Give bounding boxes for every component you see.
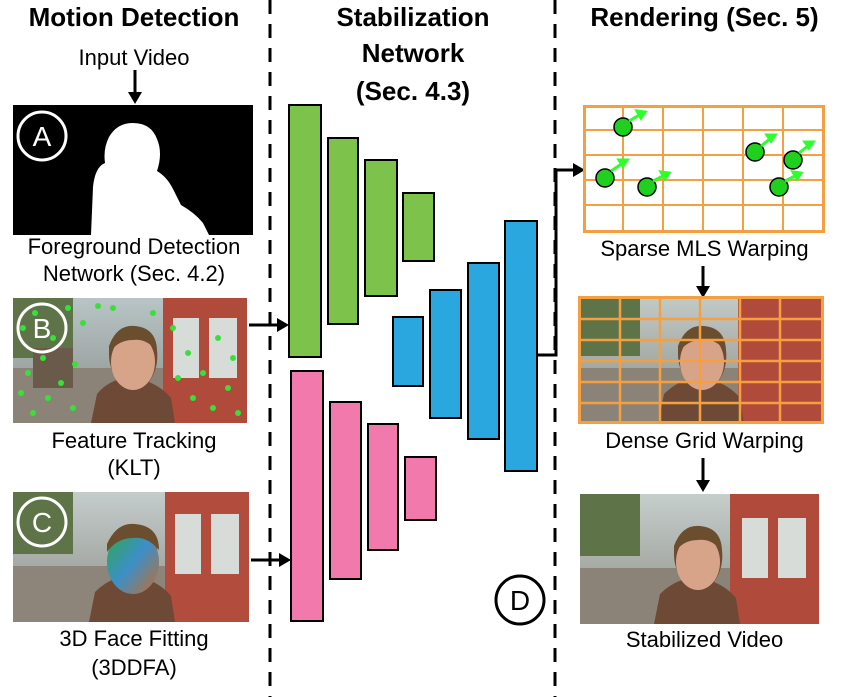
feature-tracking-image [13, 298, 247, 423]
stabilized-video-label: Stabilized Video [625, 627, 784, 652]
svg-text:D: D [510, 585, 530, 616]
dense-grid-label: Dense Grid Warping [605, 428, 804, 453]
fg-detection-label-line2: Network (Sec. 4.2) [42, 261, 226, 286]
stabilized-video-image [580, 494, 819, 624]
svg-text:B: B [33, 313, 52, 344]
green-encoder-layer-2 [327, 137, 359, 325]
header-rendering: Rendering (Sec. 5) [590, 2, 819, 32]
header-stabilization-line3: (Sec. 4.3) [355, 76, 471, 106]
motion-points [595, 117, 803, 197]
blue-decoder-layer-4 [504, 220, 538, 472]
marker-a: A [16, 110, 68, 162]
blue-decoder-layer-1 [392, 316, 424, 387]
green-encoder-layer-3 [364, 159, 398, 297]
sparse-mls-label: Sparse MLS Warping [600, 236, 809, 261]
green-encoder-layer-4 [402, 192, 435, 262]
input-arrow [128, 70, 142, 104]
header-motion-detection: Motion Detection [28, 2, 240, 32]
blue-decoder-layer-2 [429, 289, 462, 419]
marker-d: D [494, 574, 546, 626]
marker-b: B [16, 302, 68, 354]
pink-encoder-layer-3 [367, 423, 399, 551]
header-stabilization-line2: Network [361, 38, 465, 68]
input-video-label: Input Video [78, 45, 190, 70]
face-fitting-label-line2: (3DDFA) [91, 655, 177, 680]
dense-grid-image [578, 296, 824, 424]
marker-c: C [16, 496, 68, 548]
feature-tracking-label-line2: (KLT) [107, 455, 161, 480]
face-fitting-label-line1: 3D Face Fitting [59, 626, 209, 651]
pink-encoder-layer-2 [329, 401, 362, 580]
sparse-mls-grid [583, 105, 825, 233]
face-fitting-image [13, 492, 249, 622]
header-stabilization-line1: Stabilization [336, 2, 490, 32]
fg-detection-label-line1: Foreground Detection [27, 234, 241, 259]
blue-decoder-layer-3 [467, 262, 500, 440]
svg-text:C: C [32, 507, 52, 538]
pink-encoder-layer-1 [290, 370, 324, 622]
pink-encoder-layer-4 [404, 456, 437, 521]
svg-text:A: A [33, 121, 52, 152]
feature-tracking-label-line1: Feature Tracking [51, 428, 217, 453]
green-encoder-layer-1 [288, 104, 322, 358]
